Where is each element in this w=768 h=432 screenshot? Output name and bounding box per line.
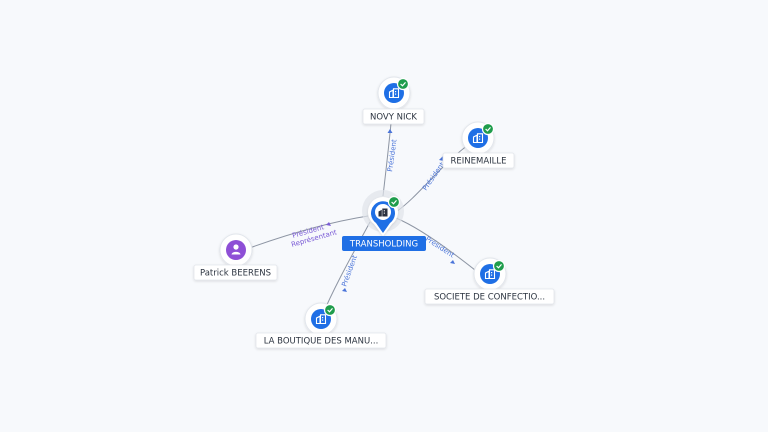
node-label: Patrick BEERENS (200, 269, 271, 279)
arrow-boutique (342, 288, 347, 292)
building-icon (378, 208, 388, 217)
edge-label-boutique: Président (340, 254, 359, 288)
person-icon (231, 244, 241, 255)
verified-check-icon (323, 303, 337, 317)
main-label-box (342, 236, 426, 251)
check-mark (391, 200, 397, 205)
node-reinemaille[interactable]: REINEMAILLE (442, 121, 515, 169)
label-box (442, 152, 515, 169)
label-box (193, 264, 278, 281)
node-novy-nick[interactable]: NOVY NICK (362, 76, 425, 125)
node-societe[interactable]: SOCIETE DE CONFECTIO... (424, 257, 555, 305)
verified-check-icon (396, 77, 410, 91)
label-box (362, 108, 425, 125)
node-label: REINEMAILLE (450, 157, 506, 167)
node-core (226, 240, 246, 260)
edge-label-societe: Président (424, 235, 456, 260)
edge-patrick (243, 215, 369, 251)
node-label: SOCIETE DE CONFECTIO... (434, 293, 545, 303)
node-label: LA BOUTIQUE DES MANU... (264, 337, 379, 347)
label-box (424, 288, 555, 305)
edge-societe (395, 217, 481, 275)
arrow-patrick (326, 222, 331, 226)
check-mark (496, 264, 502, 269)
check-mark (400, 82, 406, 87)
verified-check-icon (387, 195, 401, 209)
node-label: NOVY NICK (370, 113, 417, 123)
label-box (255, 332, 387, 349)
edges (243, 112, 481, 317)
edge-reine (395, 141, 473, 213)
edge-label-novy: Président (386, 139, 399, 173)
verified-check-icon (481, 122, 495, 136)
node-patrick-beerens[interactable]: Patrick BEERENS (193, 233, 278, 281)
node-boutique[interactable]: LA BOUTIQUE DES MANU... (255, 302, 387, 349)
arrow-novy (387, 129, 393, 133)
center-label: TRANSHOLDING (349, 240, 418, 250)
check-mark (327, 308, 333, 313)
arrow-societe (450, 260, 455, 264)
node-transholding[interactable]: TRANSHOLDING (342, 190, 426, 251)
check-mark (485, 127, 491, 132)
verified-check-icon (492, 259, 506, 273)
